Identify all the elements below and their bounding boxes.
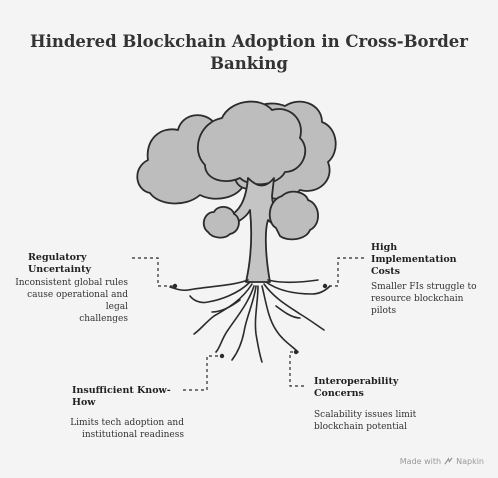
heading-interoperability-concerns: Interoperability Concerns [314, 376, 399, 399]
connector-regulatory [132, 257, 175, 287]
desc-regulatory-uncertainty: Inconsistent global rules cause operatio… [15, 278, 128, 324]
desc-high-implementation-costs: Smaller FIs struggle to resource blockch… [371, 282, 477, 316]
connector-interop [289, 351, 304, 387]
desc-interoperability-concerns: Scalability issues limit blockchain pote… [314, 410, 417, 432]
diagram-title: Hindered Blockchain Adoption in Cross-Bo… [0, 31, 498, 75]
desc-insufficient-know-how: Limits tech adoption and institutional r… [70, 418, 184, 440]
title-line-2: Banking [210, 54, 288, 73]
canopy-center [196, 100, 307, 186]
napkin-brand: Napkin [456, 457, 484, 466]
canopy-small-right [268, 190, 319, 241]
napkin-logo-icon [444, 457, 453, 465]
tree-canopy [136, 100, 337, 205]
connector-knowhow [183, 355, 222, 391]
heading-regulatory-uncertainty: Regulatory Uncertainty [28, 252, 91, 275]
connectors [132, 257, 364, 391]
napkin-credit: Made with Napkin [400, 457, 484, 466]
tree-roots [169, 279, 331, 363]
made-with-label: Made with [399, 457, 442, 466]
canopy-small-left [202, 206, 240, 239]
heading-high-implementation-costs: High Implementation Costs [371, 242, 457, 277]
connector-costs [325, 257, 364, 287]
heading-insufficient-know-how: Insufficient Know-How [72, 385, 171, 408]
title-line-1: Hindered Blockchain Adoption in Cross-Bo… [30, 32, 468, 51]
